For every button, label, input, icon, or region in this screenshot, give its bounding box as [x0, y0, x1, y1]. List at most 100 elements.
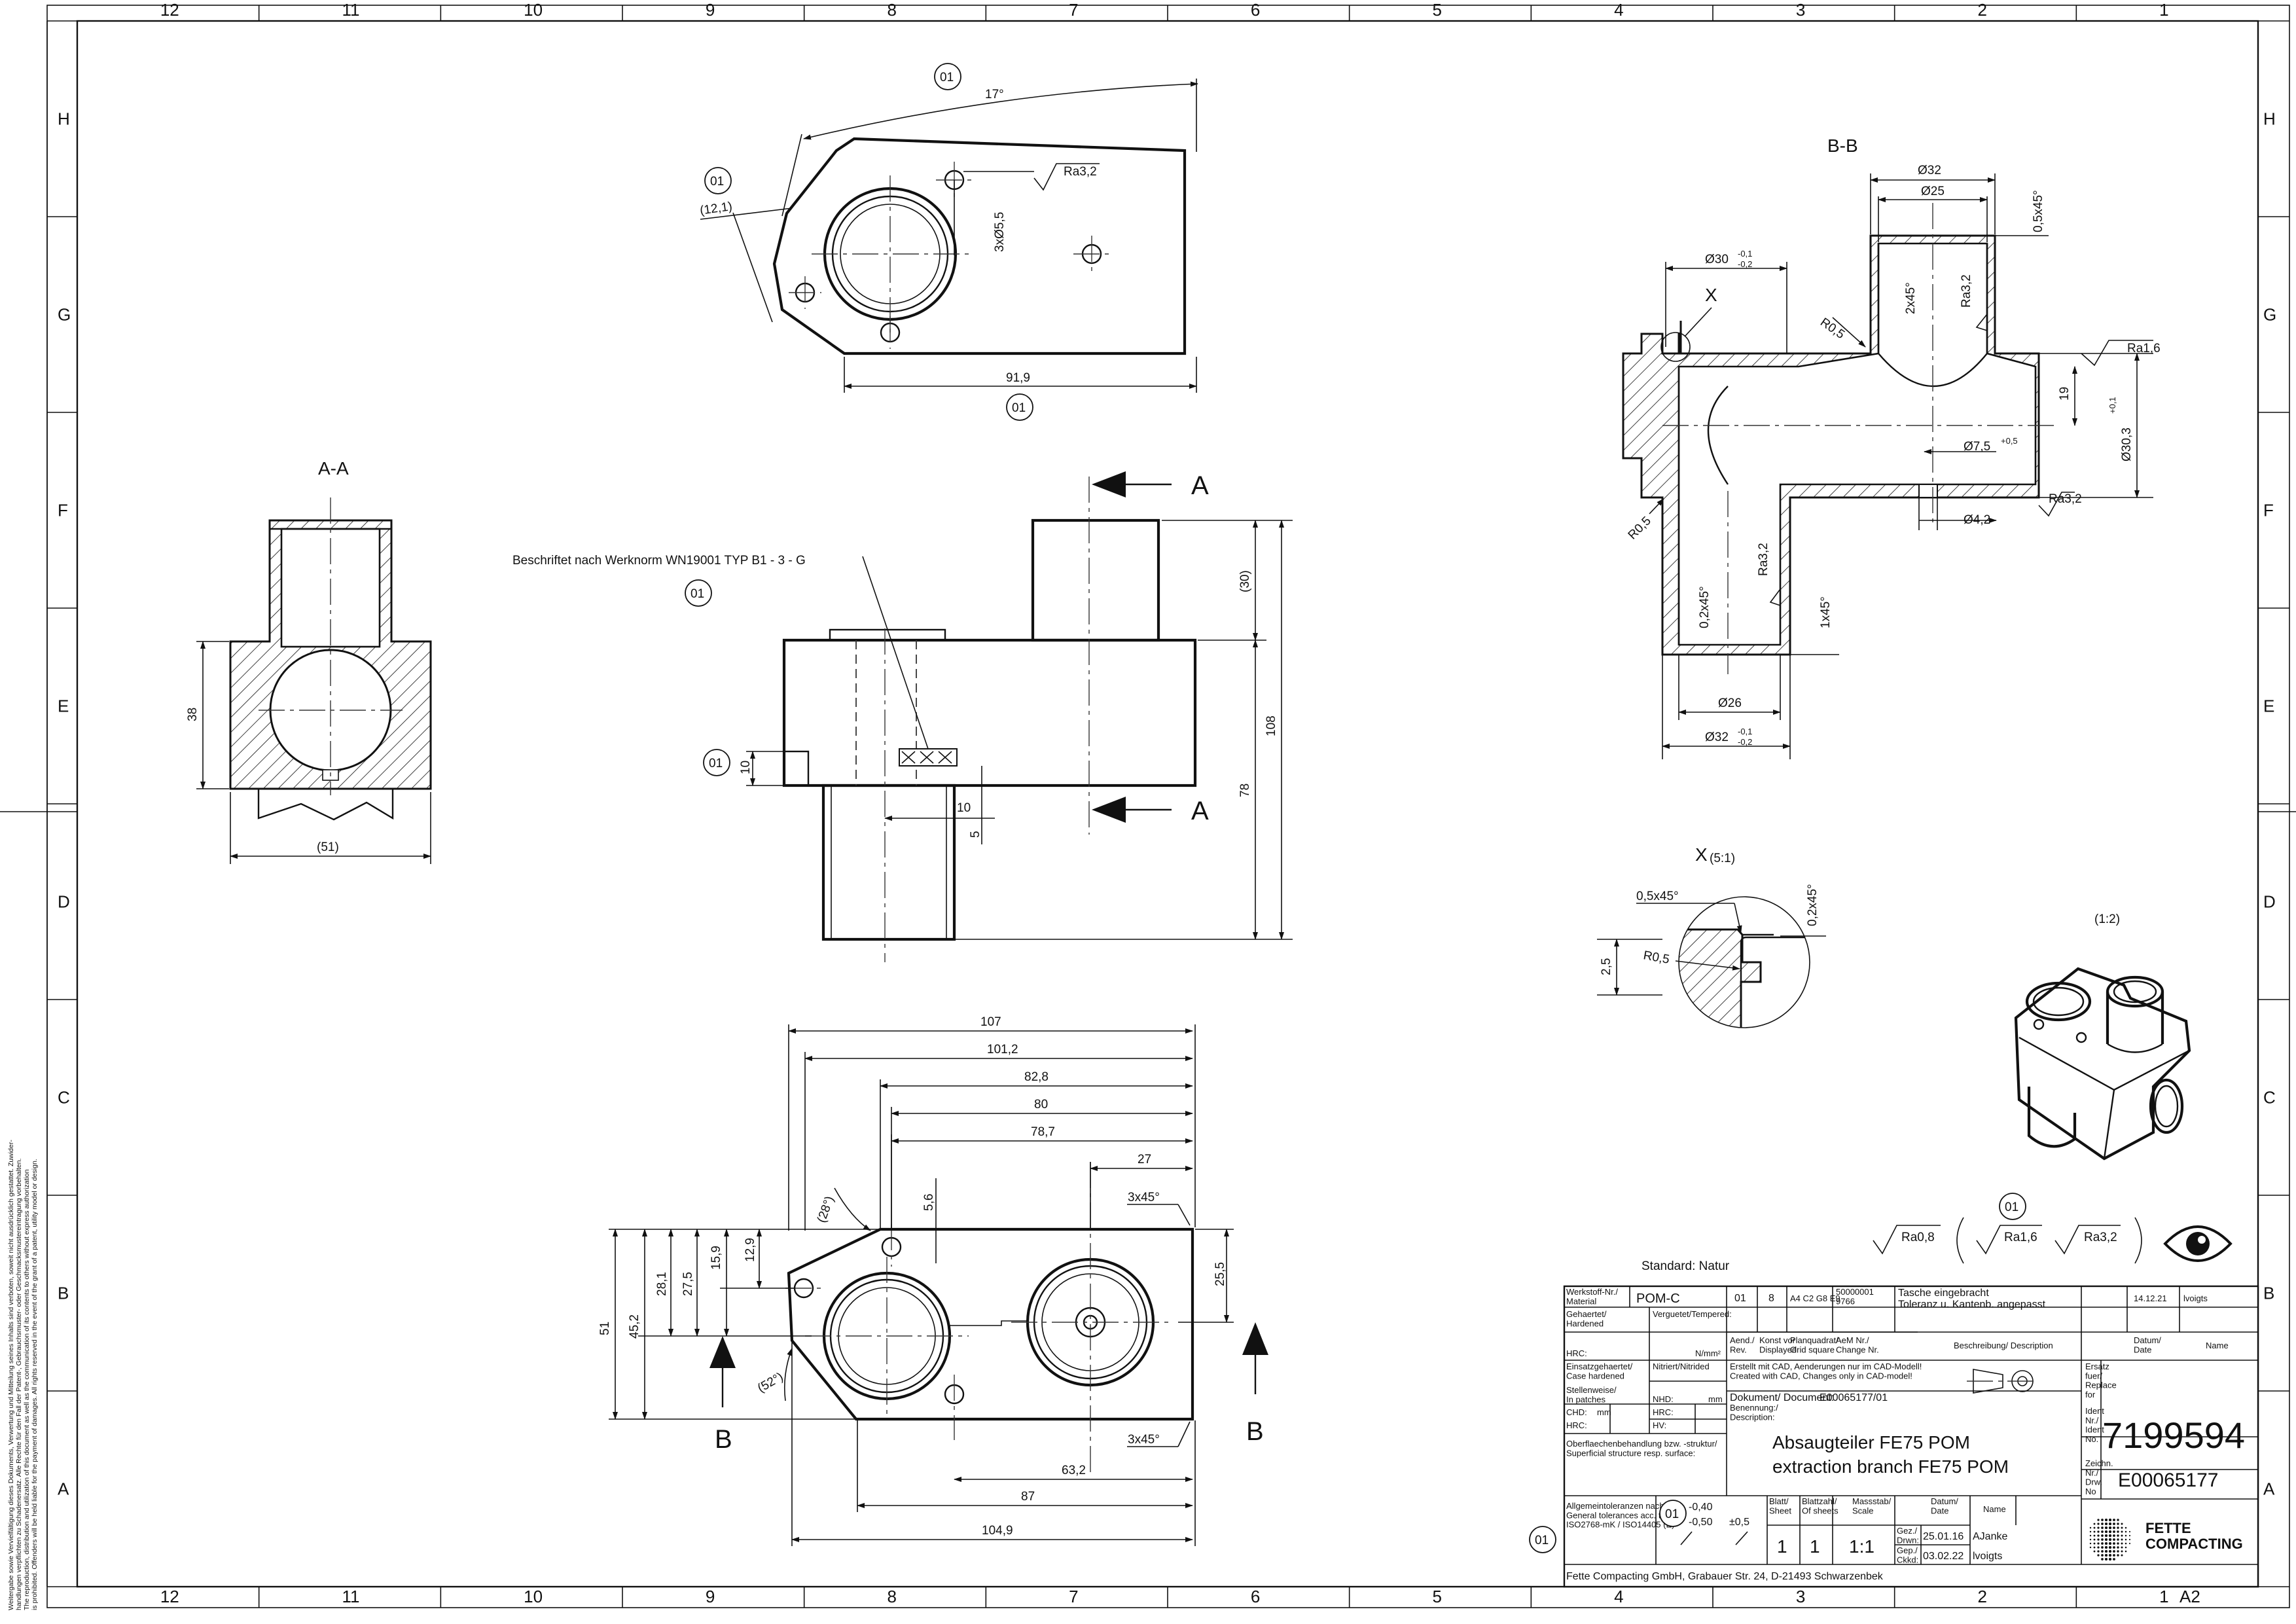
tb-h-desc: Beschreibung/ Description [1954, 1341, 2053, 1350]
grid-column-label: 8 [888, 1587, 897, 1606]
grid-column-label: 6 [1251, 0, 1260, 20]
cut-marker-a-top: A [1191, 471, 1209, 500]
tb-doc: E00065177/01 [1820, 1392, 1888, 1403]
grid-column-label: 12 [160, 1587, 179, 1606]
bb-d32-bottom: Ø32 [1705, 731, 1729, 744]
dim-3x-d5-5: 3xØ5,5 [993, 212, 1007, 252]
x-2-5: 2,5 [1600, 958, 1613, 975]
tb-hrc: HRC: [1566, 1348, 1587, 1358]
iso-scale: (1:2) [2094, 912, 2120, 926]
bb-ra3-2-a: Ra3,2 [1960, 274, 1973, 308]
bb-r0-5-top: R0,5 [1818, 316, 1847, 342]
tb-hv: HV: [1653, 1420, 1666, 1430]
surface-ra0-8: Ra0,8 [1901, 1231, 1935, 1244]
grid-row-label: C [2263, 1088, 2276, 1108]
tb-benennung: Benennung:/Description: [1730, 1403, 1778, 1422]
bubble-top-2: 01 [710, 175, 724, 189]
grid-row-label: G [58, 305, 71, 325]
dim-82-8: 82,8 [1024, 1070, 1049, 1084]
tb-checked-date: 03.02.22 [1923, 1551, 1964, 1562]
grid-column-label: 10 [524, 1587, 543, 1606]
tb-surface-label: Oberflaechenbehandlung bzw. -struktur/Su… [1566, 1439, 1717, 1458]
dim-15-9: 15,9 [709, 1246, 723, 1270]
grid-column-label: 3 [1796, 1587, 1805, 1606]
bottom-view-vertical-dims [609, 1229, 880, 1420]
tb-scale-label: Massstab/Scale [1852, 1496, 1892, 1515]
grid-row-label: A [58, 1479, 69, 1499]
grid-row-label: B [2263, 1284, 2274, 1303]
grid-row-label: D [2263, 892, 2276, 912]
dim-108: 108 [1265, 715, 1278, 736]
grid-row-label: H [2263, 109, 2276, 129]
dim-52deg: (52°) [755, 1370, 785, 1396]
bb-d30-3-tol: +0,1 [2108, 397, 2117, 414]
grid-column-label: 5 [1433, 0, 1442, 20]
tb-drawn-label: Gez./Drwn: [1897, 1526, 1919, 1545]
bubble-top-1: 01 [940, 71, 954, 84]
isometric-view: (1:2) [2014, 912, 2191, 1161]
tb-sheet-label: Blatt/Sheet [1769, 1496, 1791, 1515]
surface-bubble: 01 [2005, 1200, 2018, 1214]
grid-column-label: 2 [1978, 1587, 1987, 1606]
tb-tol-label: Allgemeintoleranzen nach/General toleran… [1566, 1501, 1674, 1530]
x-r0-5: R0,5 [1642, 948, 1670, 967]
bubble-top-3: 01 [1012, 401, 1026, 415]
grid-row-label: C [58, 1088, 70, 1108]
tb-date-label: Datum/Date [1931, 1496, 1958, 1515]
bb-0-5x45: 0,5x45° [2032, 190, 2045, 232]
grid-column-label: 9 [706, 1587, 715, 1606]
section-a-a: A-A 38 (51) [186, 458, 432, 864]
grid-column-label: 1 [2159, 1587, 2168, 1606]
tb-rev-b: 8 [1768, 1293, 1774, 1304]
tb-nitrided: Nitriert/Nitrided [1653, 1362, 1710, 1371]
tb-h-aend: Aend./Rev. [1730, 1335, 1755, 1354]
grid-column-label: 6 [1251, 1587, 1260, 1606]
tb-hrc3: HRC: [1653, 1407, 1674, 1417]
bb-0-2x45: 0,2x45° [1698, 586, 1712, 628]
section-a-a-title: A-A [318, 458, 349, 478]
bb-19: 19 [2058, 387, 2072, 401]
grid-row-label: G [2263, 305, 2276, 325]
bb-d30: Ø30 [1705, 253, 1729, 266]
bb-d30-tol-lower: -0,2 [1738, 259, 1752, 269]
dim-10-left: 10 [739, 761, 753, 774]
tb-rev-date: 14.12.21 [2134, 1293, 2167, 1303]
tb-tol-b: -0,50 [1689, 1517, 1713, 1528]
dim-5-6: 5,6 [922, 1194, 936, 1211]
dim-28deg: (28°) [815, 1195, 837, 1225]
tb-company: Fette Compacting GmbH, Grabauer Str. 24,… [1566, 1571, 1884, 1582]
cut-marker-a-bottom: A [1191, 797, 1209, 825]
ra3-2-top: Ra3,2 [1064, 165, 1097, 179]
cut-marker-b-left: B [715, 1425, 732, 1454]
bubble-front-2: 01 [709, 757, 723, 770]
tb-cad-note: Erstellt mit CAD, Aenderungen nur im CAD… [1730, 1362, 1922, 1380]
tb-mm: mm [1597, 1407, 1611, 1417]
grid-column-label: 11 [342, 0, 360, 20]
section-b-b: B-B X Ø32 Ø25 0,5x45° Ø30 -0,1 -0,2 R0,5 [1622, 135, 2161, 759]
top-view: 17° 01 (12,1) 01 3xØ5,5 Ra3,2 91,9 01 [699, 63, 1198, 421]
bottom-view-horizontal-dims [788, 1024, 1196, 1231]
grid-row-label: E [58, 696, 69, 716]
dim-87: 87 [1021, 1490, 1035, 1504]
grid-column-label: 9 [706, 0, 715, 20]
tb-ident: 7199594 [2102, 1415, 2245, 1456]
tb-hrc2: HRC: [1566, 1420, 1587, 1430]
grid-column-label: 4 [1614, 1587, 1623, 1606]
side-note-line-3: The reproduction, distribution and utili… [23, 1169, 31, 1610]
dim-104-9: 104,9 [982, 1524, 1013, 1538]
tb-checked-label: Gep./Ckkd: [1897, 1545, 1918, 1564]
bottom-view: B B 107 101,2 82,8 80 78,7 27 3x45° 3x45… [598, 1015, 1268, 1546]
tb-mm2: mm [1708, 1394, 1723, 1404]
bb-d32-top: Ø32 [1918, 164, 1941, 177]
grid-ticks [47, 5, 2289, 1608]
tb-checked-name: lvoigts [1973, 1551, 2002, 1562]
dim-12-9: 12,9 [744, 1238, 757, 1262]
section-b-b-title: B-B [1827, 135, 1858, 156]
bb-ra1-6: Ra1,6 [2127, 342, 2161, 355]
fette-logo-icon [2089, 1518, 2131, 1561]
